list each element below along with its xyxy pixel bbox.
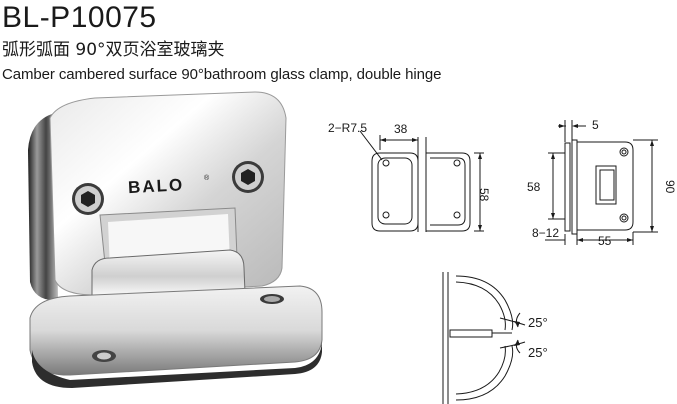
width-dimension: 38 — [394, 122, 408, 136]
product-title-english: Camber cambered surface 90°bathroom glas… — [2, 66, 442, 83]
swing-upper-arc — [455, 275, 514, 331]
upper-plate-edge — [28, 113, 58, 301]
side-window — [595, 165, 617, 205]
front-left-plate — [371, 152, 419, 232]
brand-logo: BALO — [128, 175, 185, 197]
front-left-inner — [377, 157, 413, 225]
screw-lower-icon — [260, 294, 284, 304]
upper-swing-angle: 25° — [528, 315, 548, 330]
screw-right-icon — [232, 161, 264, 193]
depth-dimension: 55 — [598, 234, 612, 248]
brand-registered-mark: ® — [204, 174, 210, 182]
side-glass-left — [564, 142, 571, 232]
side-body — [577, 141, 634, 231]
side-glass-right — [571, 139, 578, 235]
top-offset-dimension: 5 — [592, 118, 599, 132]
screw-bottom-icon — [92, 350, 116, 362]
height-dimension: 58 — [477, 188, 491, 202]
product-title-chinese: 弧形弧面 90°双页浴室玻璃夹 — [2, 40, 225, 60]
radius-dimension: 2−R7.5 — [328, 121, 367, 135]
inner-height-dimension: 58 — [527, 180, 541, 194]
outer-height-dimension: 90 — [663, 180, 677, 194]
screw-left-icon — [72, 183, 104, 215]
product-model-title: BL-P10075 — [2, 1, 157, 34]
glass-gap-dimension: 8−12 — [532, 226, 559, 240]
swing-lower-arc — [455, 345, 514, 401]
lower-swing-angle: 25° — [528, 345, 548, 360]
front-right-plate — [426, 152, 471, 232]
